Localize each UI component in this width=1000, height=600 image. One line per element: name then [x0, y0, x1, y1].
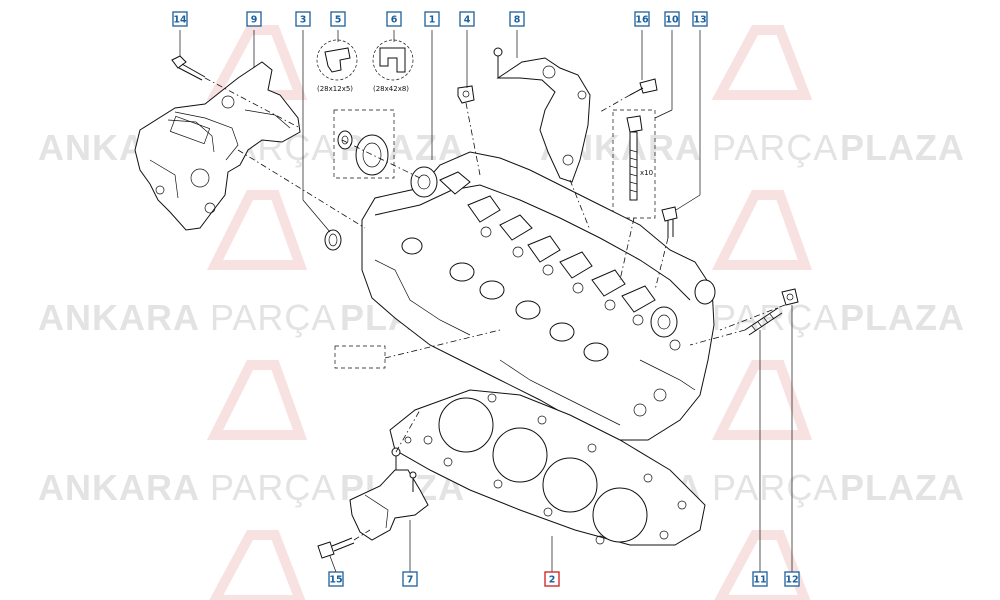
callout-number: 12 [785, 575, 798, 586]
watermark-word: PLAZA [840, 467, 965, 508]
lower-bracket [349, 447, 429, 541]
callout-number: 14 [173, 15, 187, 26]
stud-part-11 [744, 307, 783, 336]
seal-inset-5: (28x12x5) [316, 39, 358, 93]
callout-number: 16 [635, 15, 649, 26]
callout-6[interactable]: 6 [386, 11, 402, 27]
callout-7[interactable]: 7 [402, 571, 418, 587]
callout-number: 8 [514, 15, 521, 26]
callout-number: 2 [549, 575, 556, 586]
bolt-part-16 [629, 78, 658, 96]
watermark-word: PARÇA [210, 297, 336, 338]
head-gasket [389, 389, 706, 546]
callout-number: 11 [753, 575, 766, 586]
seal-6-size-label: (28x42x8) [373, 85, 409, 93]
cylinder-head [361, 151, 716, 441]
bolt-part-13 [661, 206, 678, 238]
watermark-logo-icon [711, 360, 813, 440]
callout-15[interactable]: 15 [328, 571, 344, 587]
callout-number: 1 [429, 15, 436, 26]
watermark-word: PARÇA [210, 467, 336, 508]
callout-16[interactable]: 16 [634, 11, 650, 27]
callout-10[interactable]: 10 [664, 11, 680, 27]
watermark-word: ANKARA [38, 467, 200, 508]
watermark-word: ANKARA [38, 297, 200, 338]
callout-number: 3 [300, 15, 307, 26]
watermark-word: PLAZA [840, 127, 965, 168]
callout-8[interactable]: 8 [509, 11, 525, 27]
callout-number: 7 [407, 575, 414, 586]
callout-number: 10 [665, 15, 679, 26]
callout-number: 5 [335, 15, 342, 26]
watermark-word: PARÇA [712, 467, 838, 508]
callout-number: 4 [464, 15, 471, 26]
watermark-logo-icon [714, 530, 811, 600]
reference-box [334, 345, 386, 369]
watermark-logo-icon [711, 25, 813, 100]
watermark-logo-icon [711, 190, 813, 270]
callout-5[interactable]: 5 [330, 11, 346, 27]
callout-number: 13 [693, 15, 706, 26]
watermark-logo-icon [206, 360, 308, 440]
callout-12[interactable]: 12 [784, 571, 800, 587]
callout-11[interactable]: 11 [752, 571, 768, 587]
watermark-word: PLAZA [840, 297, 965, 338]
bolt-quantity-label: x10 [640, 169, 653, 177]
camshaft-seals [333, 109, 395, 179]
assembly-lines [204, 77, 786, 541]
callout-14[interactable]: 14 [172, 11, 188, 27]
leader-lines [179, 30, 793, 573]
callout-number: 15 [329, 575, 342, 586]
watermark-word: PARÇA [712, 127, 838, 168]
callout-4[interactable]: 4 [459, 11, 475, 27]
watermark-logo-icon [209, 530, 306, 600]
callout-3[interactable]: 3 [295, 11, 311, 27]
bolt-part-15 [317, 537, 355, 559]
callout-13[interactable]: 13 [692, 11, 708, 27]
seal-inset-6: (28x42x8) [372, 39, 414, 93]
callout-1[interactable]: 1 [424, 11, 440, 27]
lifting-bracket [493, 47, 591, 183]
nut-part-4 [457, 85, 475, 104]
rocker-arm-row [439, 171, 656, 326]
engine-mount-bracket [134, 61, 301, 231]
plug-part-3 [324, 229, 342, 251]
watermark-logo-icon [206, 190, 308, 270]
nut-part-12 [781, 288, 799, 306]
callout-number: 6 [391, 15, 398, 26]
callout-9[interactable]: 9 [246, 11, 262, 27]
seal-5-size-label: (28x12x5) [317, 85, 353, 93]
callout-number: 9 [251, 15, 258, 26]
callout-2-highlighted[interactable]: 2 [544, 571, 560, 587]
callout-labels: 14 9 3 5 6 1 4 8 [172, 11, 800, 587]
bolt-part-14 [171, 55, 206, 81]
